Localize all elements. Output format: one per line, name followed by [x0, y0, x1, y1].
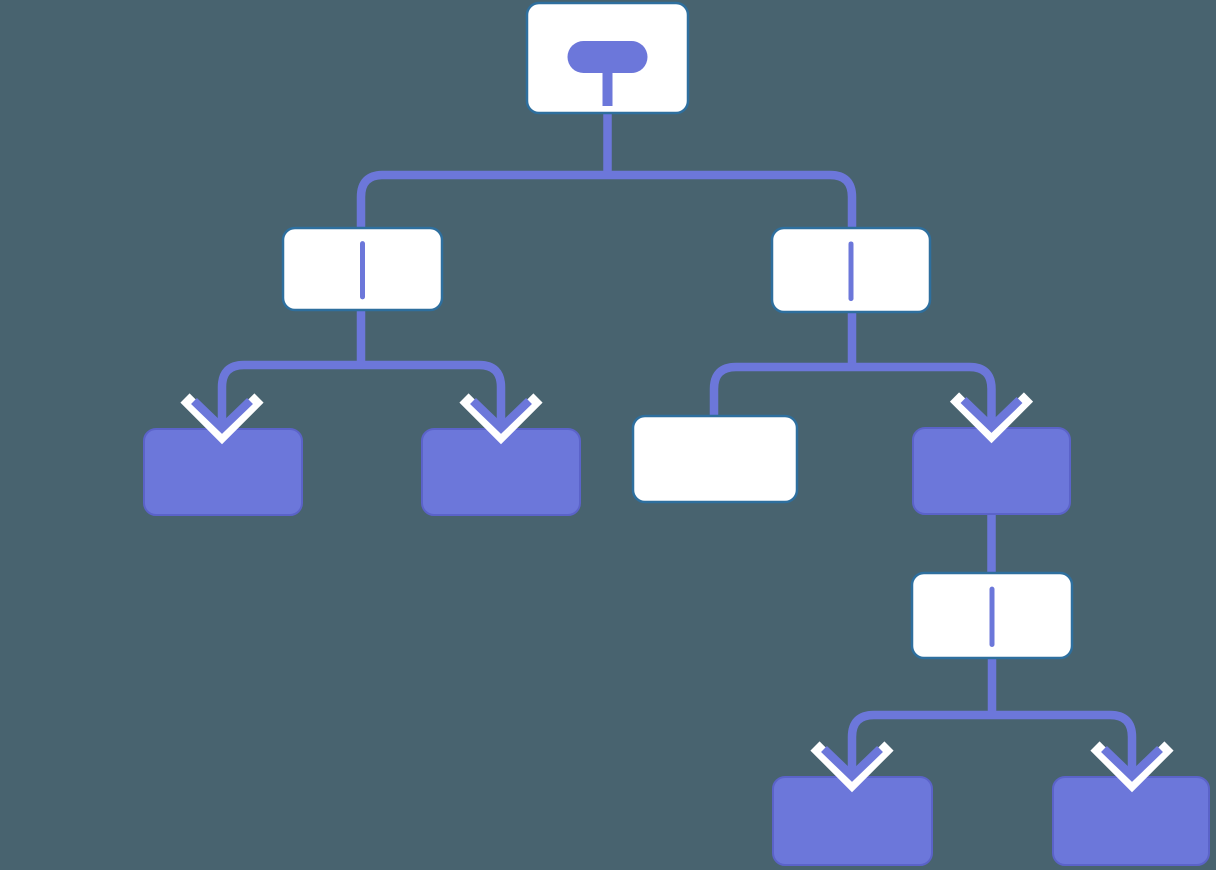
pill-icon [567, 41, 648, 73]
flow-node-branch-lower[interactable] [910, 571, 1074, 660]
chevron-arrow-icon [810, 741, 894, 793]
connector-left-branch-bus [217, 360, 506, 437]
connector-top-bus [356, 170, 857, 230]
chevron-head [960, 396, 1023, 433]
flow-node-root[interactable] [525, 1, 690, 115]
arrowhead-layer [180, 392, 1174, 793]
chevron-head [1101, 745, 1163, 782]
connector-right-branch-bus [709, 362, 996, 436]
chevron-outline [180, 393, 264, 445]
flow-node-branch-right[interactable] [770, 226, 932, 314]
flow-node-branch-left[interactable] [281, 226, 444, 312]
node-layer [143, 1, 1210, 866]
chevron-arrow-icon [180, 393, 264, 445]
divider-bar-icon [848, 241, 854, 302]
white-node-body [631, 414, 799, 504]
chevron-outline [949, 392, 1034, 444]
flow-node-child-white[interactable] [631, 414, 799, 504]
chevron-head [470, 397, 532, 434]
chevron-arrow-icon [459, 393, 543, 445]
chevron-head [821, 745, 883, 782]
connector-bottom-bus [847, 710, 1137, 785]
pill-stem [602, 69, 613, 106]
chevron-outline [1090, 741, 1174, 793]
divider-bar-icon [360, 241, 365, 300]
chevron-outline [459, 393, 543, 445]
chevron-arrow-icon [949, 392, 1034, 444]
connector-layer [217, 106, 1137, 785]
chevron-arrow-icon [1090, 741, 1174, 793]
chevron-outline [810, 741, 894, 793]
divider-bar-icon [989, 586, 995, 647]
chevron-head [191, 397, 253, 434]
